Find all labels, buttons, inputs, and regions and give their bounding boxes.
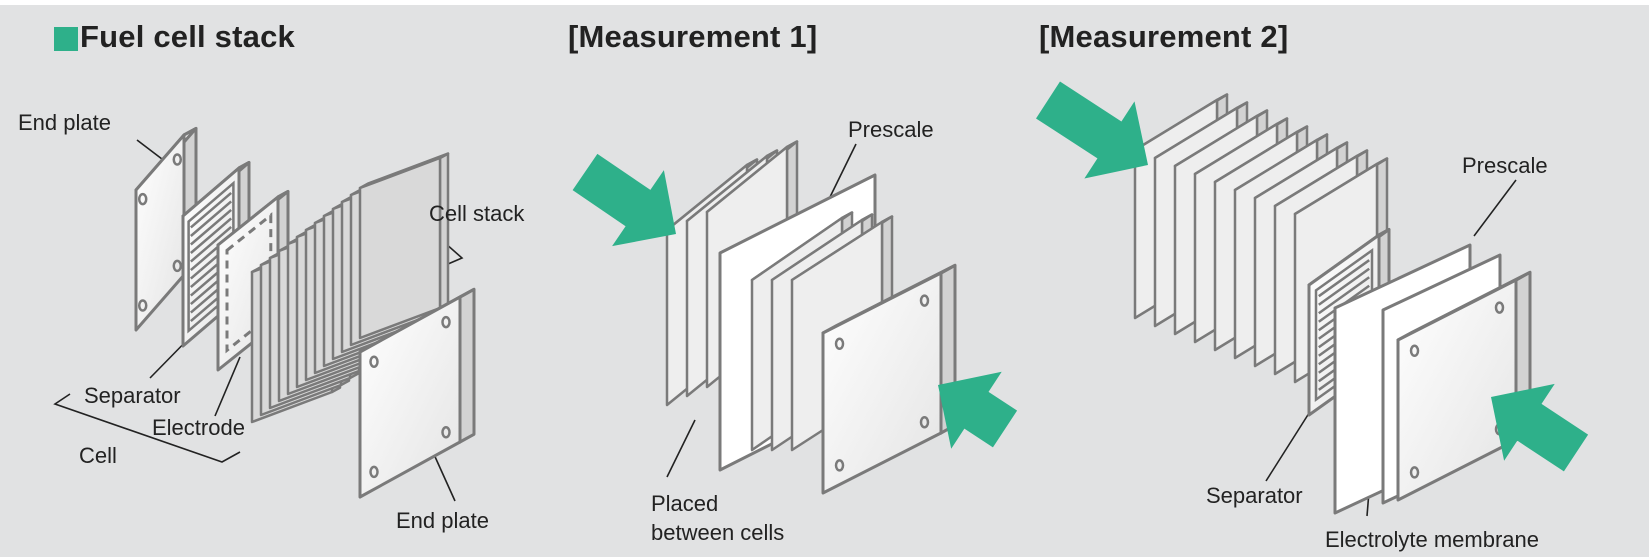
leader-separator-2 [1265, 409, 1312, 482]
label-separator: Separator [84, 383, 181, 408]
label-prescale-1: Prescale [848, 117, 934, 142]
stack-cell-plate [358, 152, 450, 340]
label-separator-2: Separator [1206, 483, 1303, 508]
heading-measurement-2: [Measurement 2] [1039, 19, 1289, 54]
label-electrode: Electrode [152, 415, 245, 440]
leader-placed [666, 419, 696, 478]
label-placed-line2: between cells [651, 520, 785, 545]
label-cell: Cell [79, 443, 117, 468]
m2-arrow-left [1036, 81, 1148, 179]
leader-prescale-1 [829, 143, 857, 198]
m1-end-plate [821, 263, 957, 495]
pressure-arrows [572, 81, 1589, 472]
m2-arrow-right [1491, 383, 1589, 472]
leader-end-plate-bottom [431, 449, 456, 502]
label-placed-between-cells: Placed between cells [651, 489, 784, 547]
label-placed-line1: Placed [651, 491, 719, 516]
heading-fuel-cell-stack: Fuel cell stack [80, 19, 295, 54]
leader-prescale-2 [1473, 179, 1517, 237]
label-electrolyte-membrane: Electrolyte membrane [1325, 527, 1539, 552]
m2-end-plate [1396, 270, 1532, 502]
green-square-icon [54, 27, 78, 51]
plates-group [134, 93, 1532, 515]
heading-measurement-1: [Measurement 1] [568, 19, 818, 54]
leader-electrode [214, 356, 241, 417]
m1-arrow-left [572, 153, 676, 247]
end-plate-bottom [358, 287, 476, 499]
leader-cell [53, 393, 241, 463]
label-cell-stack: Cell stack [429, 201, 525, 226]
label-end-plate-top: End plate [18, 110, 111, 135]
label-end-plate-bottom: End plate [396, 508, 489, 533]
label-prescale-2: Prescale [1462, 153, 1548, 178]
m1-arrow-right [938, 371, 1018, 449]
